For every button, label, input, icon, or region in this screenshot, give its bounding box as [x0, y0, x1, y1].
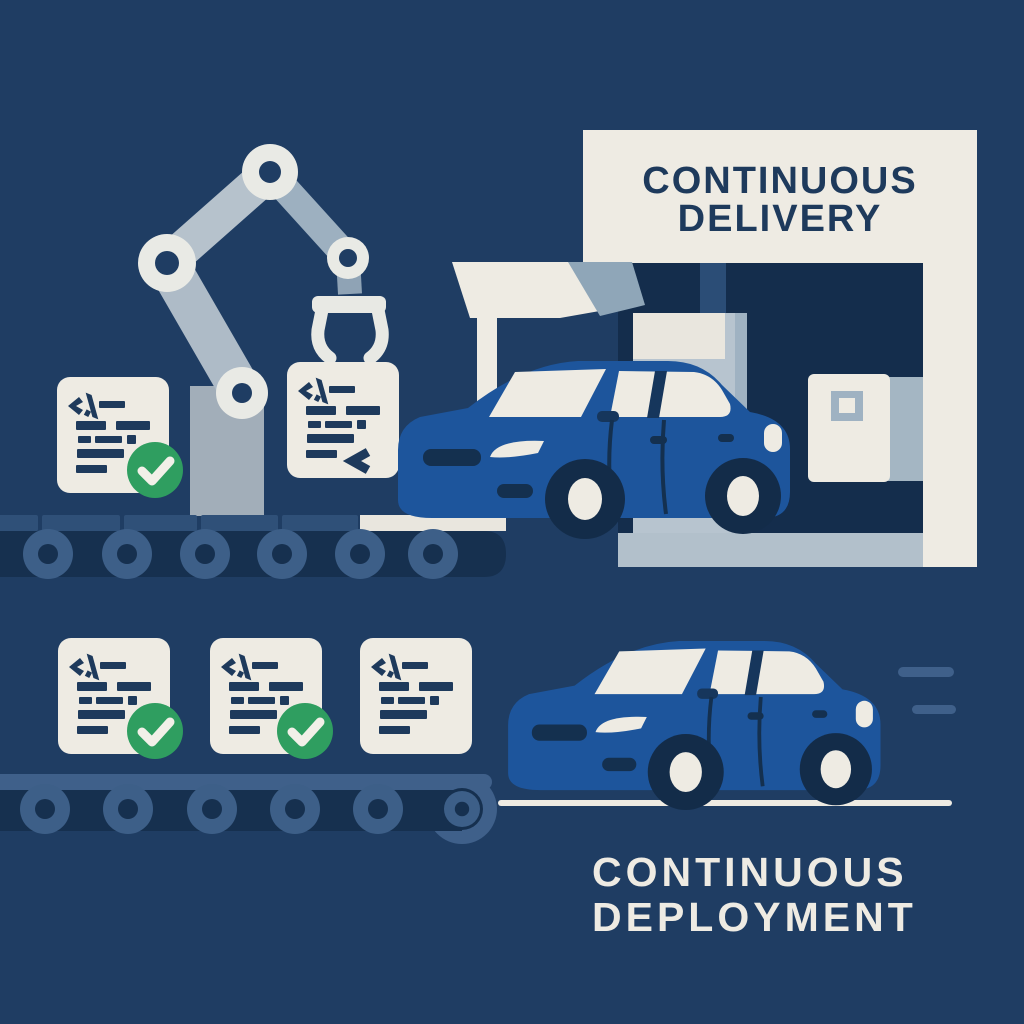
robot-arm-joints — [138, 144, 369, 419]
robot-arm — [138, 144, 389, 516]
entry-awning — [452, 262, 645, 450]
delivery-conveyor-belt — [0, 515, 506, 579]
building-right-column — [923, 263, 977, 567]
deployment-conveyor-belt — [0, 774, 497, 844]
deployment-scene: CONTINUOUS DEPLOYMENT — [0, 638, 956, 940]
garage-door — [808, 374, 923, 482]
delivery-sign-line1: CONTINUOUS — [642, 160, 917, 202]
code-document-icon — [360, 638, 472, 754]
speed-lines — [898, 667, 956, 714]
deployment-caption-line2: DEPLOYMENT — [592, 894, 917, 940]
road-line — [498, 800, 952, 806]
gripper-claw-icon — [311, 296, 389, 365]
check-icon — [277, 703, 333, 759]
deployment-caption-line1: CONTINUOUS — [592, 849, 908, 895]
check-icon — [127, 442, 183, 498]
delivery-sign: CONTINUOUS DELIVERY — [642, 160, 917, 240]
delivery-scene: CONTINUOUS DELIVERY — [0, 130, 977, 579]
check-icon — [127, 703, 183, 759]
garage-floor — [618, 533, 923, 567]
building-header — [583, 130, 977, 263]
deployment-caption: CONTINUOUS DEPLOYMENT — [592, 849, 917, 940]
delivery-sign-line2: DELIVERY — [678, 198, 883, 240]
close-tag-icon — [342, 448, 371, 474]
loading-platform — [360, 515, 506, 531]
code-document-icon — [287, 362, 399, 478]
